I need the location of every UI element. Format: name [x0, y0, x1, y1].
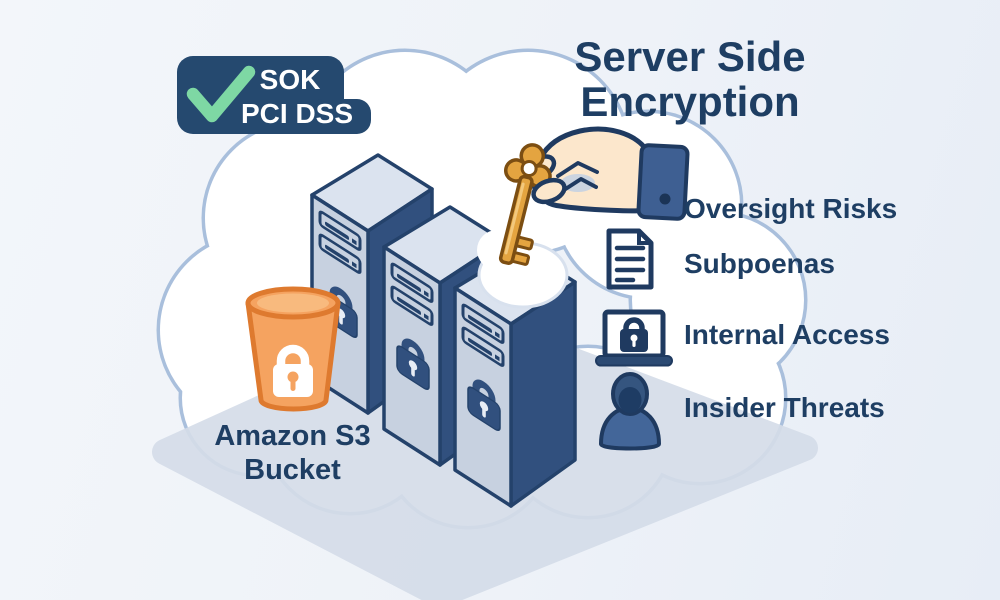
title-line-1: Server Side	[574, 33, 806, 80]
risk-label-subpoenas: Subpoenas	[684, 248, 835, 279]
hand-thumb-and-sleeve	[531, 143, 690, 221]
key-icon	[498, 143, 552, 266]
bucket-label-line-2: Bucket	[244, 454, 341, 486]
bucket-label: Amazon S3 Bucket	[190, 419, 395, 487]
risk-label-internal-access: Internal Access	[684, 319, 890, 350]
title-line-2: Encryption	[580, 78, 800, 125]
bucket-label-line-1: Amazon S3	[214, 420, 371, 452]
checkmark-icon	[186, 65, 256, 123]
risk-label-oversight: Oversight Risks	[684, 193, 898, 224]
risk-label-insider-threats: Insider Threats	[684, 392, 885, 423]
compliance-badge	[177, 56, 371, 134]
badge-standard-2: PCI DSS	[240, 98, 354, 129]
page-title: Server Side Encryption	[535, 34, 845, 124]
padlock-icon	[273, 344, 313, 397]
laptop-lock-icon	[595, 309, 673, 367]
document-icon	[606, 228, 654, 290]
badge-standard-1: SOK	[259, 64, 321, 95]
thumb	[531, 177, 567, 205]
sleeve-cuff	[636, 143, 690, 221]
s3-bucket-icon	[245, 286, 341, 412]
hooded-person-icon	[599, 372, 661, 451]
